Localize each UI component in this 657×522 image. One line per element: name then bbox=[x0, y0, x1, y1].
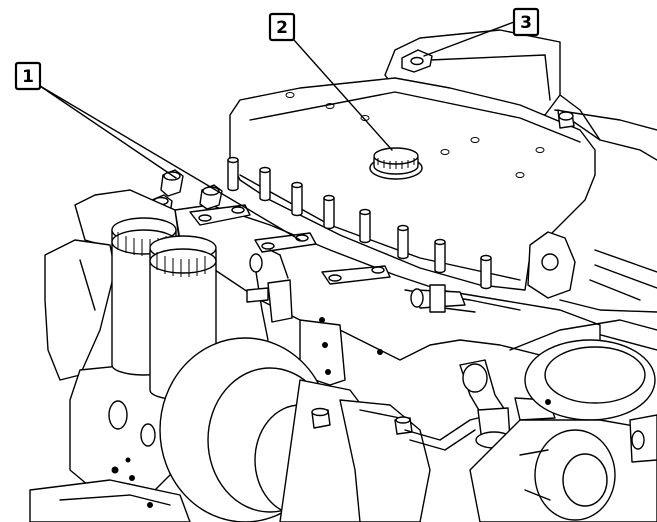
oil-filters bbox=[111, 217, 217, 401]
linkage-plates bbox=[189, 204, 391, 285]
stud bbox=[434, 241, 446, 274]
stud bbox=[291, 184, 303, 217]
stud-top bbox=[480, 254, 492, 262]
cover-fitting bbox=[557, 109, 601, 141]
stud-top bbox=[359, 208, 371, 216]
turbocharger bbox=[159, 337, 491, 522]
callout-1: 1 bbox=[14, 61, 42, 91]
stud-top bbox=[291, 181, 303, 189]
stud-top bbox=[434, 238, 446, 246]
stud-top bbox=[323, 194, 335, 202]
stud bbox=[480, 257, 492, 290]
stud-top bbox=[259, 166, 271, 174]
callout-1-label: 1 bbox=[22, 67, 34, 87]
stud bbox=[227, 159, 239, 192]
callout-leaders bbox=[39, 21, 515, 241]
valve-cover-bolts bbox=[227, 156, 492, 290]
callout-2: 2 bbox=[268, 12, 296, 42]
valve-cover bbox=[229, 77, 596, 291]
callout-3-label: 3 bbox=[520, 13, 532, 33]
oil-filler-cap bbox=[369, 147, 423, 180]
stud bbox=[397, 227, 409, 260]
callout-3: 3 bbox=[512, 7, 540, 37]
stud-top bbox=[227, 156, 239, 164]
stud bbox=[323, 197, 335, 230]
stud-top bbox=[397, 224, 409, 232]
stud bbox=[359, 211, 371, 244]
dipstick-assembly bbox=[246, 249, 293, 341]
side-bracket bbox=[527, 231, 576, 299]
right-fittings bbox=[410, 284, 657, 522]
stud bbox=[259, 169, 271, 202]
callout-2-label: 2 bbox=[276, 18, 288, 38]
